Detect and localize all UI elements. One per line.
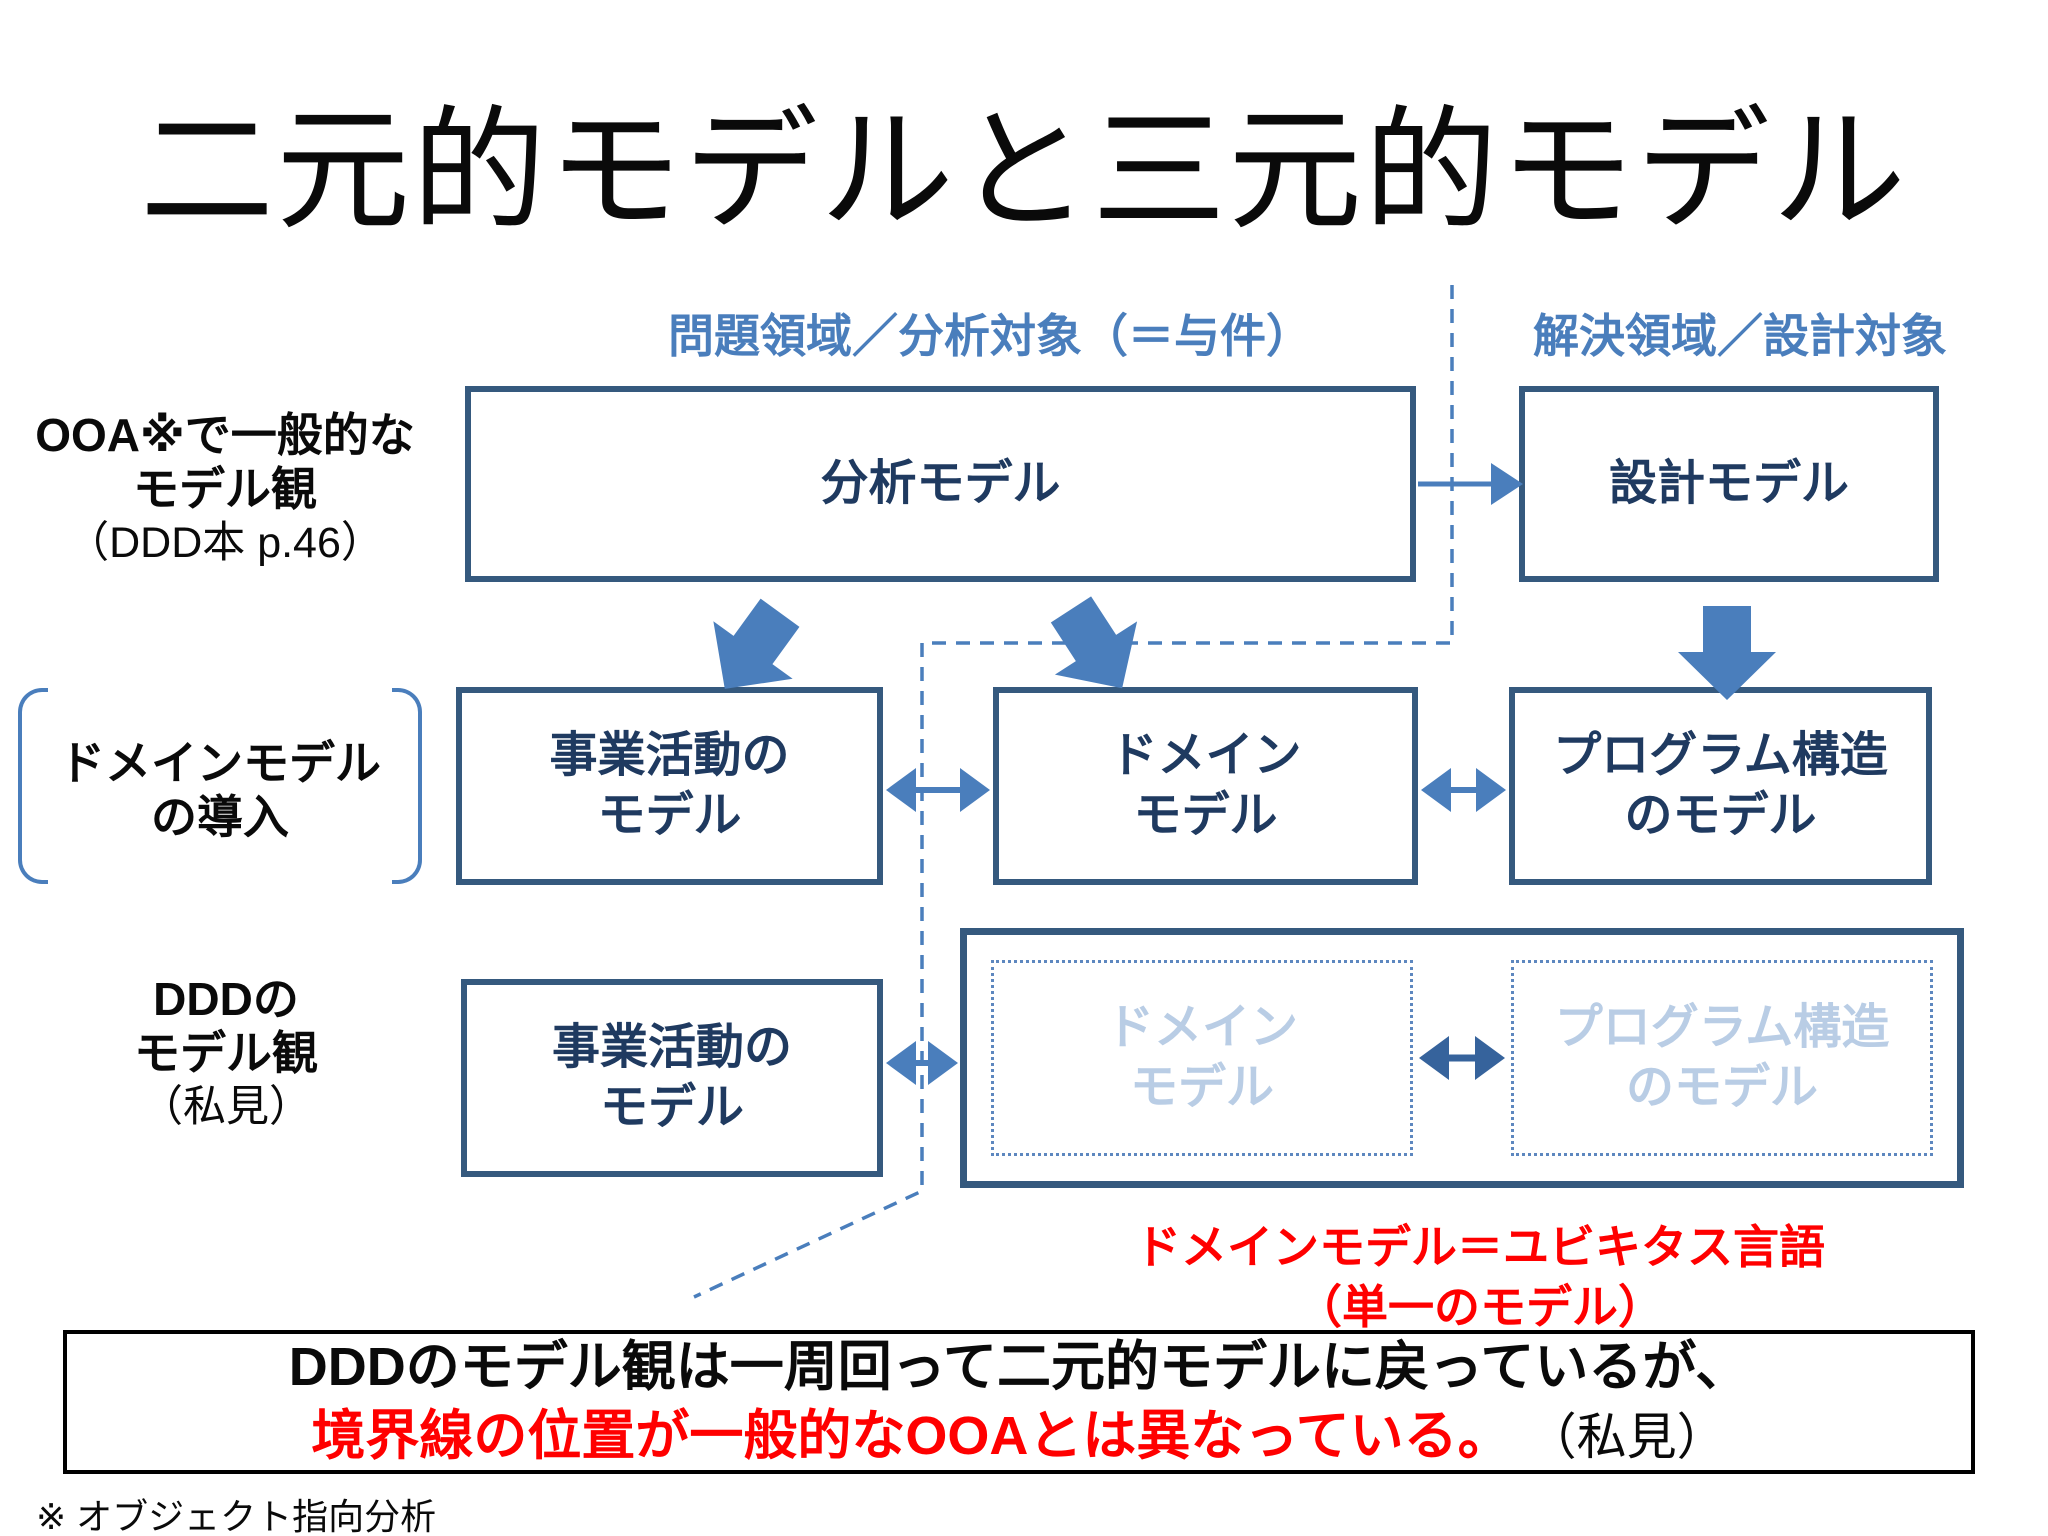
footnote-ooa-definition: ※ オブジェクト指向分析 (36, 1496, 437, 1536)
box-business-activity-model-row3: 事業活動の モデル (461, 979, 883, 1177)
double-arrow-row3-left (886, 1041, 958, 1085)
program-model-row2-line2: のモデル (1624, 789, 1817, 842)
domain-model-row2-line2: モデル (1133, 789, 1278, 842)
domain-model-row2-line1: ドメイン (1109, 729, 1302, 782)
conclusion-line1: DDDのモデル観は一周回って二元的モデルに戻っているが、 (288, 1336, 1750, 1397)
program-model-row2-line1: プログラム構造 (1553, 729, 1888, 782)
left-bracket-shape (18, 688, 48, 884)
business-model-row2-line1: 事業活動の (549, 729, 790, 782)
block-arrow-down (1678, 606, 1776, 700)
intro-label-line1: ドメインモデル (59, 737, 381, 789)
double-arrow-row2-left (886, 768, 990, 812)
ubiquitous-language-note: ドメインモデル＝ユビキタス言語 （単一のモデル） (1080, 1218, 1880, 1338)
program-ghost-line1: プログラム構造 (1554, 1001, 1890, 1054)
ddd-label-line2: モデル観 (134, 1027, 318, 1080)
ubiquitous-note-line2: （単一のモデル） (1296, 1280, 1664, 1333)
double-arrow-row2-right (1421, 768, 1506, 812)
box-design-model: 設計モデル (1519, 386, 1939, 582)
conclusion-line2-red: 境界線の位置が一般的なOOAとは異なっている。 (311, 1406, 1512, 1466)
page-title: 二元的モデルと三元的モデル (139, 97, 1908, 246)
conclusion-line2: 境界線の位置が一般的なOOAとは異なっている。 （私見） (311, 1402, 1726, 1471)
domain-ghost-line2: モデル (1129, 1061, 1274, 1114)
conclusion-line2-suffix: （私見） (1526, 1409, 1727, 1465)
row-label-ooa-view: OOA※で一般的な モデル観 （DDD本 p.46） (10, 408, 440, 570)
ubiquitous-note-line1: ドメインモデル＝ユビキタス言語 (1135, 1221, 1825, 1273)
row-label-domain-model-intro: ドメインモデル の導入 (40, 736, 400, 845)
column-header-solution-domain: 解決領域／設計対象 (1533, 310, 1947, 362)
box-domain-model-row2: ドメイン モデル (993, 687, 1418, 885)
business-model-row3-line2: モデル (599, 1081, 744, 1134)
box-analysis-model: 分析モデル (465, 386, 1416, 582)
business-model-row2-line2: モデル (597, 789, 742, 842)
ghost-box-domain-model: ドメイン モデル (991, 960, 1413, 1156)
right-bracket-shape (392, 688, 422, 884)
column-header-problem-domain: 問題領域／分析対象（＝与件） (668, 310, 1312, 362)
ddd-label-line1: DDDの (153, 973, 299, 1025)
ghost-box-program-structure-model: プログラム構造 のモデル (1511, 960, 1933, 1156)
ooa-label-line2: モデル観 (133, 463, 317, 516)
ooa-label-line3: （DDD本 p.46） (66, 518, 384, 567)
ooa-label-line1: OOA※で一般的な (35, 409, 415, 461)
design-model-label: 設計モデル (1608, 457, 1849, 510)
business-model-row3-line1: 事業活動の (551, 1021, 792, 1074)
domain-ghost-line1: ドメイン (1105, 1001, 1298, 1054)
box-program-structure-model-row2: プログラム構造 のモデル (1509, 687, 1932, 885)
conclusion-box: DDDのモデル観は一周回って二元的モデルに戻っているが、 境界線の位置が一般的な… (63, 1330, 1975, 1474)
row-label-ddd-view: DDDの モデル観 （私見） (26, 972, 426, 1134)
arrow-analysis-to-design (1418, 463, 1523, 505)
program-ghost-line2: のモデル (1625, 1061, 1818, 1114)
analysis-model-label: 分析モデル (820, 457, 1061, 510)
intro-label-line2: の導入 (151, 791, 289, 844)
ddd-label-line3: （私見） (140, 1082, 312, 1131)
box-business-activity-model-row2: 事業活動の モデル (456, 687, 883, 885)
